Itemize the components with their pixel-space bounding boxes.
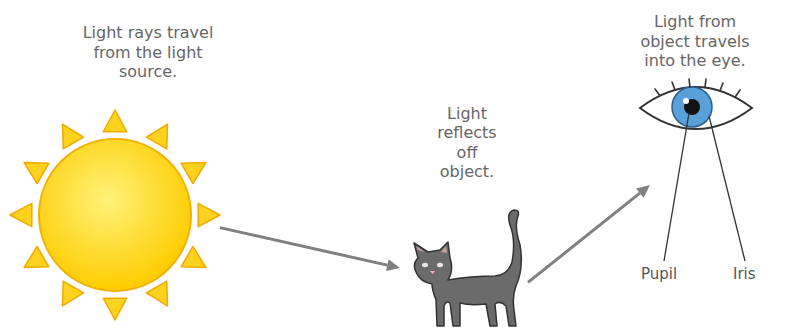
cat-ear bbox=[416, 246, 425, 252]
sun-node: Light rays travel from the light source. bbox=[10, 110, 220, 320]
eye-iris bbox=[672, 87, 712, 127]
sun-ray bbox=[52, 118, 83, 149]
eye-highlight bbox=[683, 98, 689, 104]
cat-picture bbox=[414, 210, 521, 326]
sun-ray bbox=[103, 110, 126, 132]
leader-line bbox=[709, 116, 745, 261]
cat-eye bbox=[422, 263, 428, 267]
cat-nose bbox=[430, 271, 435, 274]
eye-lash bbox=[655, 89, 660, 96]
caption-text: Light from object travels into the eye. bbox=[635, 12, 755, 71]
caption-text: Light rays travel from the light source. bbox=[68, 23, 228, 82]
sun-ray bbox=[103, 298, 126, 320]
leader-line bbox=[664, 113, 689, 261]
eye-lash bbox=[689, 79, 690, 87]
eye-lash bbox=[720, 83, 723, 91]
cat-eye bbox=[437, 263, 443, 267]
cat-node: Light reflects off object. bbox=[400, 208, 528, 328]
sun-ray bbox=[146, 281, 177, 312]
arrow-head bbox=[636, 185, 650, 198]
eye-pupil bbox=[684, 99, 700, 115]
light-arrow bbox=[220, 228, 400, 271]
sun-ray bbox=[18, 246, 49, 277]
part-label: Iris bbox=[733, 265, 756, 283]
eye-picture bbox=[640, 79, 752, 261]
sun-ray bbox=[18, 152, 49, 183]
caption-text: Light reflects off object. bbox=[429, 104, 505, 182]
cat-ear bbox=[441, 246, 447, 253]
arrow-line bbox=[528, 193, 640, 282]
sun-ray bbox=[52, 281, 83, 312]
sun-ray bbox=[146, 118, 177, 149]
sun-ray bbox=[198, 203, 220, 226]
eye-node: Light from object travels into the eye. bbox=[635, 75, 755, 185]
sun-picture bbox=[10, 110, 220, 320]
arrow-head bbox=[386, 259, 400, 271]
eye-lashes bbox=[655, 79, 740, 97]
eye-lash bbox=[672, 82, 675, 90]
sun-ray bbox=[10, 203, 32, 226]
sun-ray bbox=[181, 152, 212, 183]
part-label: Pupil bbox=[641, 265, 677, 283]
sun-disc bbox=[39, 139, 191, 291]
eye-lash bbox=[705, 79, 706, 88]
eye-lash bbox=[735, 90, 740, 97]
sun-ray bbox=[181, 246, 212, 277]
cat-body bbox=[414, 210, 521, 326]
light-arrow bbox=[528, 185, 650, 282]
arrow-line bbox=[220, 228, 387, 266]
eye-outline bbox=[640, 87, 752, 129]
